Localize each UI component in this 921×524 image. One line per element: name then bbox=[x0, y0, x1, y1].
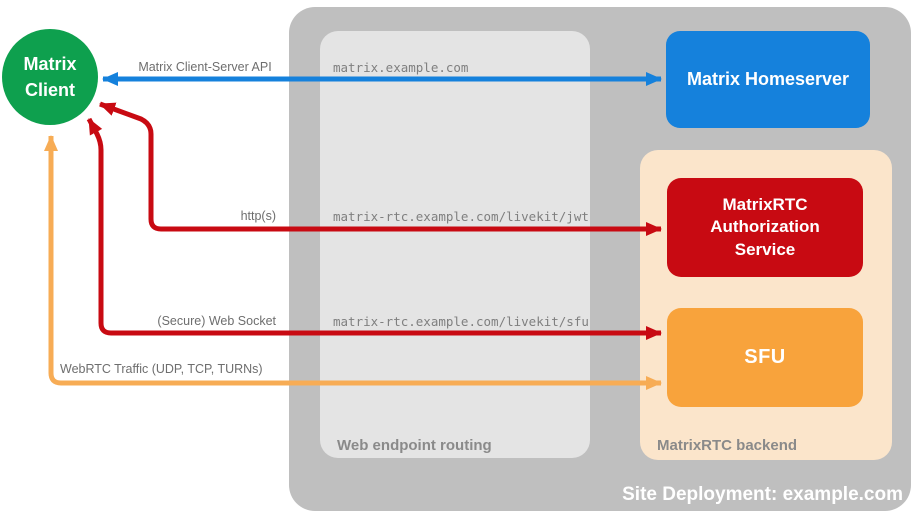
matrixrtc-authorization-service-node: MatrixRTC Authorization Service bbox=[667, 178, 863, 277]
arrow-label-secure-web-socket: (Secure) Web Socket bbox=[157, 314, 276, 328]
matrixrtc-authorization-service-label: MatrixRTC Authorization Service bbox=[710, 195, 820, 259]
matrix-homeserver-label: Matrix Homeserver bbox=[686, 69, 850, 89]
arrow-label-webrtc-traffic: WebRTC Traffic (UDP, TCP, TURNs) bbox=[60, 362, 263, 376]
endpoint-matrix-homeserver: matrix.example.com bbox=[333, 60, 469, 75]
endpoint-livekit-sfu: matrix-rtc.example.com/livekit/sfu bbox=[333, 314, 589, 329]
matrix-client-label-line2: Client bbox=[24, 80, 75, 100]
arrow-label-client-server-api: Matrix Client-Server API bbox=[138, 60, 272, 74]
site-deployment-title: Site Deployment: example.com bbox=[622, 484, 903, 505]
matrix-client-label-line1: Matrix bbox=[23, 53, 77, 74]
web-endpoint-routing-label: Web endpoint routing bbox=[337, 437, 492, 454]
matrixrtc-backend-label: MatrixRTC backend bbox=[657, 437, 798, 454]
endpoint-livekit-jwt: matrix-rtc.example.com/livekit/jwt bbox=[333, 209, 589, 224]
matrix-homeserver-node: Matrix Homeserver bbox=[666, 31, 870, 128]
arrow-label-https: http(s) bbox=[240, 209, 276, 223]
sfu-label: SFU bbox=[744, 346, 786, 368]
matrix-client-node: Matrix Client bbox=[2, 29, 98, 125]
sfu-node: SFU bbox=[667, 308, 863, 407]
web-endpoint-routing-container bbox=[320, 31, 590, 458]
